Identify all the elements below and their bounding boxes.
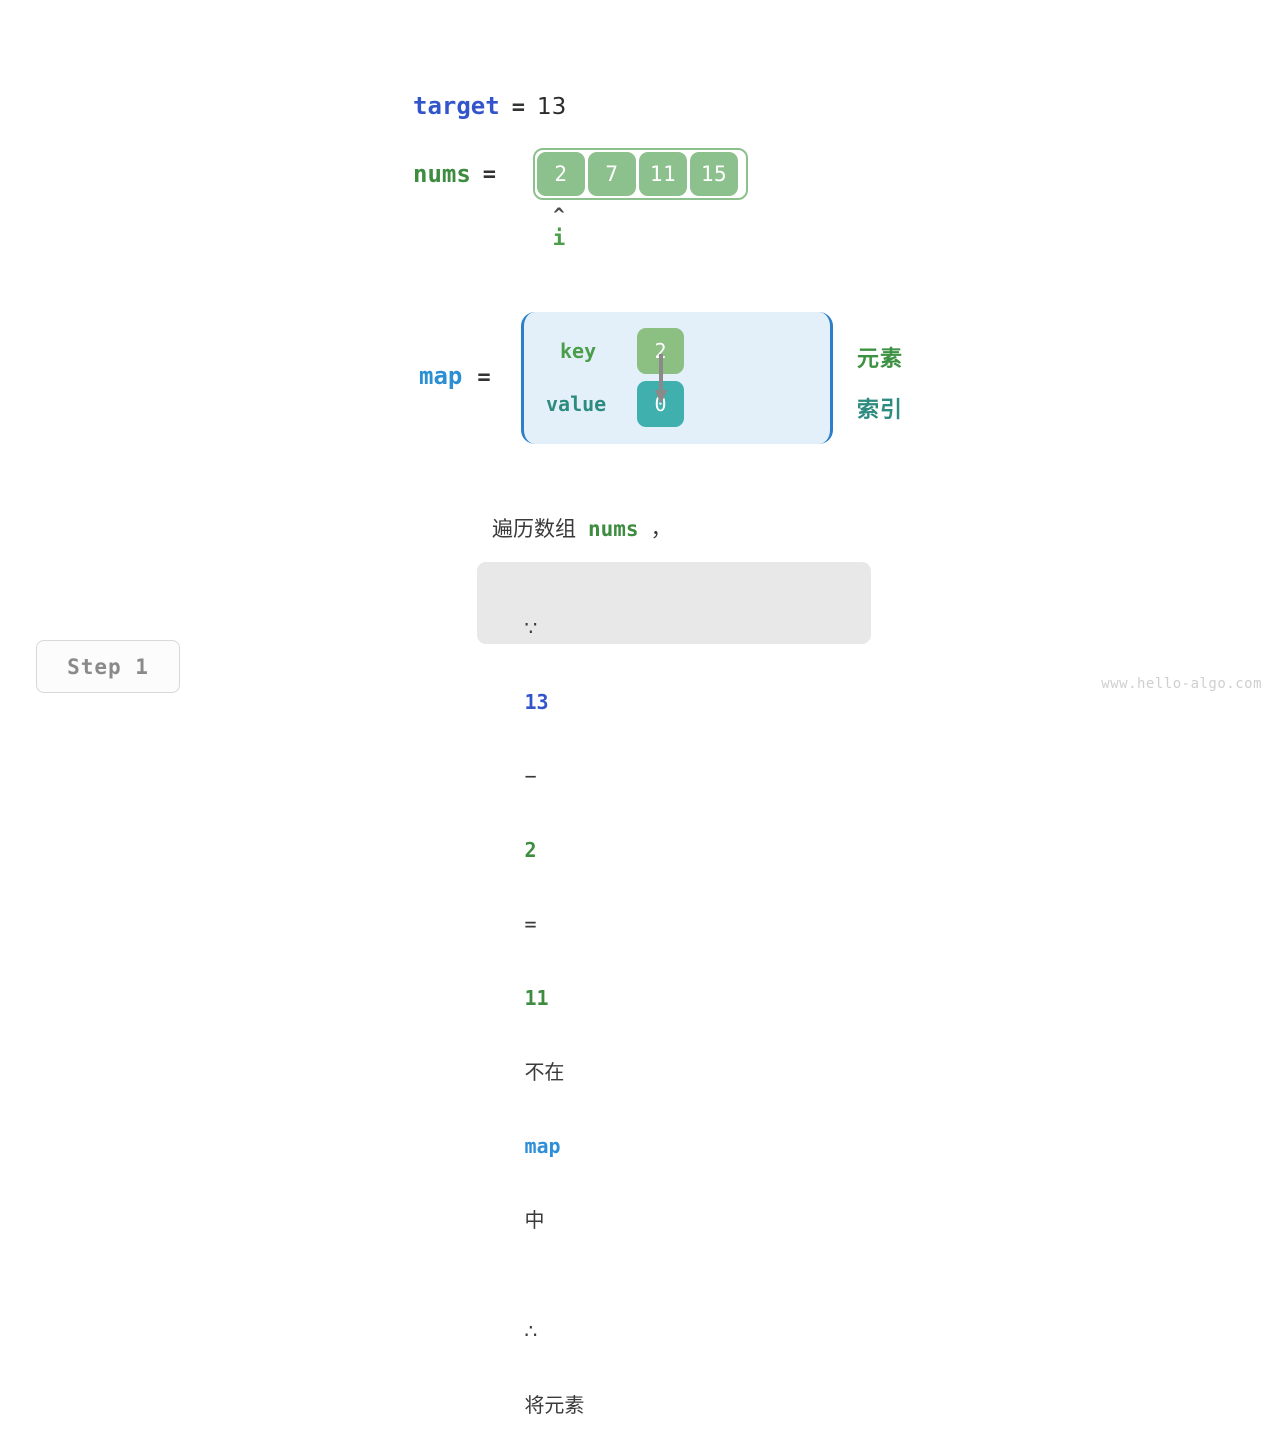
array-cell: 2 [537, 152, 585, 196]
note-equals-operator: = [524, 912, 537, 936]
map-value-cell: 0 [637, 381, 684, 427]
legend-element-label: 元素 [857, 347, 904, 372]
explanation-line-1: ∵ 13 − 2 = 11 不在 map 中 [499, 573, 849, 1276]
note-middle-text: 不在 [524, 1060, 565, 1084]
index-pointer: ^ i [533, 206, 585, 252]
therefore-symbol: ∴ [524, 1319, 538, 1343]
because-symbol: ∵ [524, 616, 538, 640]
note2-start-text: 将元素 [524, 1393, 585, 1417]
target-declaration: target = 13 [413, 92, 566, 120]
target-equals-sign: = [511, 95, 525, 120]
caret-up-icon: ^ [553, 204, 565, 226]
array-cell: 11 [639, 152, 687, 196]
nums-variable-name: nums [413, 160, 471, 188]
legend-index-label: 索引 [857, 398, 904, 423]
caption-suffix: ， [650, 517, 672, 541]
map-declaration: map = [419, 362, 491, 390]
array-cell: 7 [588, 152, 636, 196]
map-key-label: key [560, 339, 597, 363]
map-variable-name: map [419, 362, 463, 390]
note-minus-operator: − [524, 764, 537, 788]
caption-text: 遍历数组 nums ， [492, 513, 672, 543]
explanation-box: ∵ 13 − 2 = 11 不在 map 中 ∴ 将元素 2 添加进 map [477, 562, 871, 1417]
note-map-reference: map [524, 1134, 561, 1158]
watermark: www.hello-algo.com [1101, 676, 1262, 692]
map-key-cell: 2 [637, 328, 684, 374]
step-badge: Step 1 [36, 640, 180, 693]
note-end-text: 中 [524, 1208, 545, 1232]
note-result-value: 11 [524, 986, 549, 1010]
index-pointer-label: i [552, 226, 566, 250]
note-current-num: 2 [524, 838, 537, 862]
caption-prefix: 遍历数组 [492, 517, 576, 541]
target-variable-name: target [413, 92, 500, 120]
map-container: key value 2 0 [521, 312, 833, 444]
explanation-line-2: ∴ 将元素 2 添加进 map [499, 1276, 849, 1440]
array-cell: 15 [690, 152, 738, 196]
nums-equals-sign: = [482, 161, 497, 187]
map-value-label: value [546, 392, 607, 416]
note-target-value: 13 [524, 690, 549, 714]
nums-array-container: 2 7 11 15 [533, 148, 748, 200]
map-equals-sign: = [477, 365, 491, 390]
target-value: 13 [536, 94, 567, 120]
nums-declaration: nums = [413, 160, 508, 188]
caption-code-nums: nums [588, 517, 639, 541]
